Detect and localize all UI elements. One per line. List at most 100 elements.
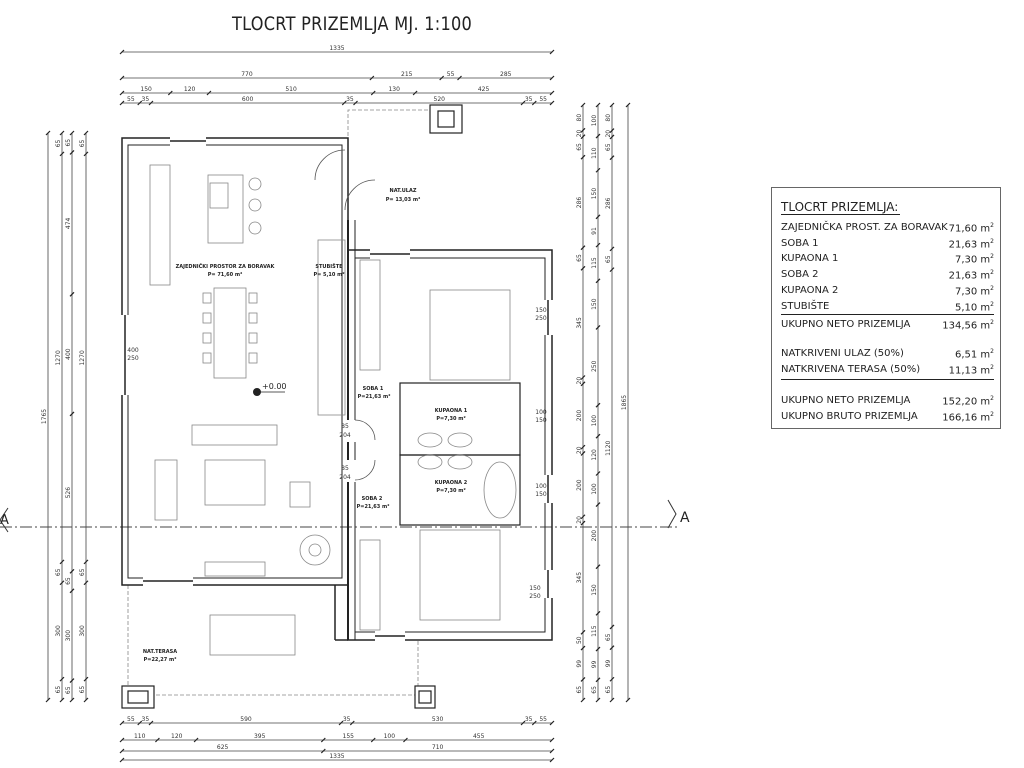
opening-width: 85	[341, 465, 349, 472]
dimension-tick	[137, 720, 143, 726]
dimension-label: 20	[576, 446, 583, 454]
dimension-tick	[595, 697, 601, 703]
dimension-label: 35	[525, 96, 533, 103]
legend-row: NATKRIVENI ULAZ (50%)6,51 m2	[781, 348, 994, 360]
dimension-tick	[609, 134, 615, 140]
dimension-tick	[520, 720, 526, 726]
dimension-label: 110	[134, 733, 146, 740]
dimension-tick	[549, 757, 555, 763]
dimension-label: 35	[142, 716, 150, 723]
dimension-tick	[580, 102, 586, 108]
dimension-tick	[580, 444, 586, 450]
legend-label: UKUPNO NETO PRIZEMLJA	[781, 395, 911, 406]
opening-width: 150	[535, 307, 547, 314]
opening-height: 250	[535, 315, 547, 322]
dimension-label: 65	[79, 686, 86, 694]
dimension-label: 300	[55, 625, 62, 637]
dimension-tick	[549, 737, 555, 743]
dimension-tick	[353, 100, 358, 106]
dimension-tick	[155, 737, 160, 743]
section-label-left: A	[0, 513, 9, 528]
dimension-tick	[119, 737, 125, 743]
dimension-label: 286	[605, 197, 612, 209]
dimension-label: 65	[65, 577, 72, 585]
dimension-tick	[457, 75, 462, 81]
dimension-label: 65	[79, 568, 86, 576]
dimension-label: 120	[591, 449, 598, 461]
dimension-tick	[69, 697, 75, 703]
section-arrow-right	[667, 499, 677, 529]
dimension-tick	[580, 375, 586, 380]
dimension-label: 455	[473, 733, 485, 740]
opening-width: 400	[127, 347, 139, 354]
dimension-label: 1335	[329, 753, 344, 760]
dimension-tick	[549, 748, 555, 754]
dimension-tick	[580, 381, 586, 387]
doors	[314, 149, 376, 481]
dimension-tick	[59, 697, 65, 703]
dimension-label: 91	[591, 227, 598, 235]
legend-value: 134,56 m2	[942, 319, 994, 332]
dimension-chain: 1865	[621, 102, 631, 703]
room-name: NAT.TERASA	[143, 649, 177, 655]
dimension-label: 80	[576, 114, 583, 122]
opening-labels: 85 204 85 204 400 250 100 150 100 150 15…	[127, 307, 547, 600]
dimension-tick	[119, 90, 125, 96]
dimension-tick	[45, 697, 51, 703]
dimension-tick	[83, 151, 89, 157]
dimension-label: 65	[55, 568, 62, 576]
dimension-tick	[595, 564, 601, 570]
legend-heading: TLOCRT PRIZEMLJA:	[781, 200, 901, 215]
dimension-tick	[595, 610, 601, 616]
dimension-tick	[341, 100, 347, 106]
dimension-label: 35	[525, 716, 533, 723]
legend-value: 7,30 m2	[954, 285, 994, 298]
dimension-label: 65	[55, 686, 62, 694]
dimension-label: 150	[591, 188, 598, 200]
dimension-tick	[83, 130, 89, 136]
dimension-label: 65	[591, 686, 598, 694]
dimension-tick	[412, 90, 418, 96]
dimension-tick	[580, 514, 586, 520]
dimension-tick	[69, 588, 75, 594]
dimension-tick	[83, 559, 89, 565]
legend-label: KUPAONA 1	[781, 253, 839, 264]
dimension-tick	[580, 245, 586, 251]
dimension-label: 130	[388, 86, 400, 93]
dimension-tick	[580, 154, 586, 160]
dimension-label: 65	[576, 254, 583, 262]
opening-height: 150	[535, 491, 547, 498]
dimension-label: 155	[343, 733, 355, 740]
opening-height: 204	[339, 474, 351, 481]
dimension-label: 55	[447, 71, 455, 78]
dimension-tick	[549, 75, 555, 81]
dimension-tick	[595, 433, 601, 439]
legend-value: 166,16 m2	[942, 411, 994, 424]
drawing-title: TLOCRT PRIZEMLJA MJ. 1:100	[232, 13, 473, 35]
opening-width: 100	[535, 409, 547, 416]
section-label-right: A	[680, 510, 690, 526]
dimension-label: 625	[217, 744, 229, 751]
dimension-tick	[69, 291, 75, 297]
dimension-tick	[609, 645, 615, 651]
dimension-tick	[119, 748, 125, 754]
dimension-tick	[403, 737, 408, 743]
dimension-label: 1120	[605, 440, 612, 455]
legend-row: NATKRIVENA TERASA (50%)11,13 m2	[781, 364, 994, 376]
legend-divider	[781, 314, 994, 315]
dimension-tick	[595, 278, 601, 284]
dimension-tick	[148, 100, 154, 106]
dimension-label: 99	[591, 660, 598, 668]
legend-label: NATKRIVENI ULAZ (50%)	[781, 348, 904, 359]
dimension-tick	[595, 325, 601, 330]
dimension-label: 99	[576, 660, 583, 668]
dimension-label: 65	[65, 686, 72, 694]
opening-width: 85	[341, 423, 349, 430]
dimension-label: 474	[65, 217, 72, 229]
